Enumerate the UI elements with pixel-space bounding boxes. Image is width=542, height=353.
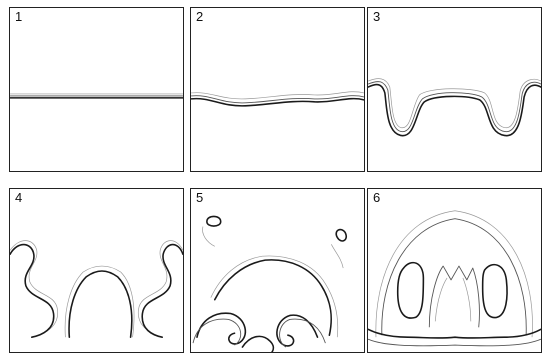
panel-3: 3 bbox=[367, 7, 542, 172]
panel-1: 1 bbox=[9, 7, 184, 172]
panel-2-contours bbox=[191, 8, 364, 171]
panel-2: 2 bbox=[190, 7, 365, 172]
panel-1-label: 1 bbox=[15, 10, 22, 23]
panel-4: 4 bbox=[9, 188, 184, 353]
panel-2-label: 2 bbox=[196, 10, 203, 23]
panel-4-label: 4 bbox=[15, 191, 22, 204]
panel-6: 6 bbox=[367, 188, 542, 353]
panel-3-contours bbox=[368, 8, 541, 171]
panel-3-label: 3 bbox=[373, 10, 380, 23]
panel-6-contours bbox=[368, 189, 541, 352]
panel-5-label: 5 bbox=[196, 191, 203, 204]
panel-1-contours bbox=[10, 8, 183, 171]
panel-4-contours bbox=[10, 189, 183, 352]
panel-6-label: 6 bbox=[373, 191, 380, 204]
panel-5-contours bbox=[191, 189, 364, 352]
panel-5: 5 bbox=[190, 188, 365, 353]
